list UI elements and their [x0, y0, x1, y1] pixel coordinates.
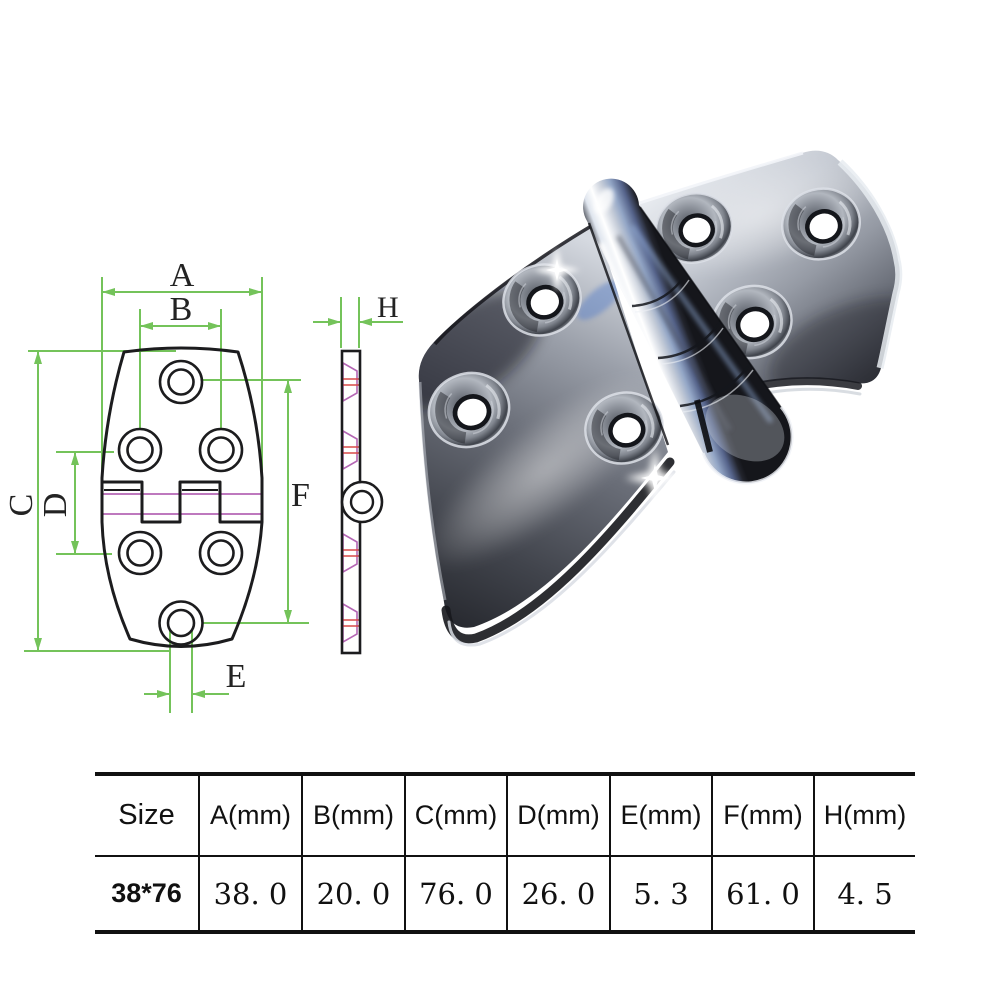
- dim-label-h: H: [377, 291, 399, 324]
- cell-a: 38. 0: [198, 856, 302, 932]
- header-e: E(mm): [609, 774, 712, 857]
- dim-label-e: E: [226, 658, 247, 695]
- cell-b: 20. 0: [301, 856, 405, 932]
- front-view-holes: [117, 359, 244, 646]
- dimension-lines: A B C: [3, 257, 403, 713]
- dim-label-f: F: [291, 477, 310, 514]
- dimension-table: Size A(mm) B(mm) C(mm) D(mm) E(mm) F(mm)…: [95, 772, 915, 934]
- dim-label-b: B: [170, 291, 193, 328]
- cell-f: 61. 0: [711, 856, 814, 932]
- hinge-barrel: [583, 178, 794, 485]
- header-a: A(mm): [198, 774, 302, 857]
- header-d: D(mm): [506, 774, 610, 857]
- dimension-b: B: [139, 291, 222, 429]
- knuckle-pin-lines: [103, 493, 261, 515]
- dimension-d: D: [37, 451, 114, 555]
- technical-drawing: A B C: [3, 257, 403, 713]
- side-view-outline: [340, 349, 384, 655]
- header-f: F(mm): [711, 774, 814, 857]
- header-size: Size: [95, 774, 199, 857]
- dim-label-d: D: [37, 493, 74, 518]
- cell-d: 26. 0: [506, 856, 610, 932]
- diagram-and-photo: A B C: [3, 150, 903, 713]
- dimension-f: F: [203, 379, 310, 624]
- cell-c: 76. 0: [404, 856, 507, 932]
- dimension-h: H: [313, 291, 403, 348]
- dimension-c: C: [3, 350, 176, 652]
- header-h: H(mm): [813, 774, 915, 857]
- front-view-outline: [100, 346, 264, 648]
- dimension-a: A: [101, 257, 263, 477]
- hinge-photo: [376, 150, 903, 647]
- table-data-row: 38*76 38. 0 20. 0 76. 0 26. 0 5. 3 61. 0…: [95, 856, 915, 932]
- cell-e: 5. 3: [609, 856, 712, 932]
- cell-h: 4. 5: [813, 856, 915, 932]
- header-b: B(mm): [301, 774, 405, 857]
- header-c: C(mm): [404, 774, 507, 857]
- dim-label-c: C: [3, 494, 40, 517]
- table-header-row: Size A(mm) B(mm) C(mm) D(mm) E(mm) F(mm)…: [95, 774, 915, 857]
- knuckle-seams: [631, 273, 751, 408]
- dimension-e: E: [144, 629, 246, 713]
- cell-size: 38*76: [111, 878, 182, 908]
- dim-label-a: A: [170, 257, 195, 294]
